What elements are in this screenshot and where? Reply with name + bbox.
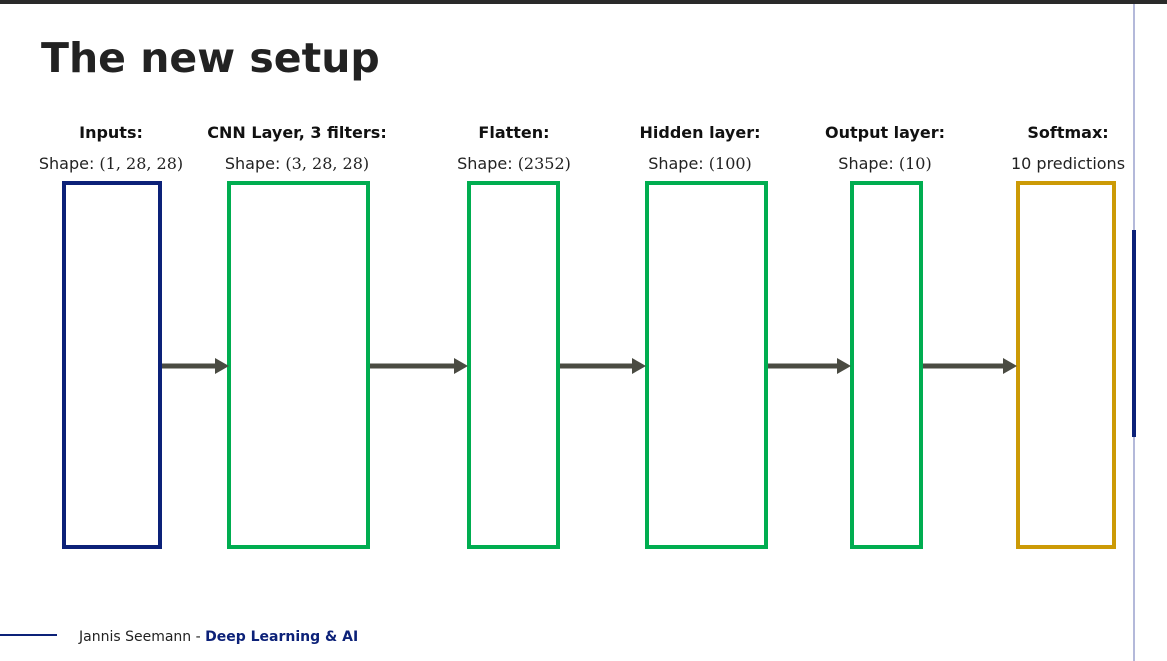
inputs-heading: Inputs: — [79, 123, 143, 142]
softmax-shape: 10 predictions — [1010, 154, 1126, 173]
arrowhead-hidden-to-output — [837, 358, 851, 374]
output-layer-box — [850, 181, 923, 549]
right-edge-accent — [1132, 230, 1136, 437]
flatten-heading: Flatten: — [478, 123, 550, 142]
footer-author: Jannis Seemann — [79, 629, 192, 645]
arrowhead-inputs-to-cnn — [215, 358, 229, 374]
softmax-heading: Softmax: — [1027, 123, 1109, 142]
arrowhead-cnn-to-flatten — [454, 358, 468, 374]
arrowhead-flatten-to-hidden — [632, 358, 646, 374]
flatten-shape: Shape: (2352) — [457, 154, 571, 173]
output-layer-heading: Output layer: — [824, 123, 946, 142]
inputs-box — [62, 181, 162, 549]
hidden-layer-heading: Hidden layer: — [639, 123, 761, 142]
flatten-box — [467, 181, 560, 549]
footer: Jannis Seemann - Deep Learning & AI — [79, 629, 358, 645]
footer-accent-line — [0, 634, 57, 636]
inputs-shape: Shape: (1, 28, 28) — [38, 154, 184, 173]
softmax-box — [1016, 181, 1116, 549]
cnn-layer-shape: Shape: (3, 28, 28) — [224, 154, 370, 173]
top-border — [0, 0, 1167, 4]
output-layer-shape: Shape: (10) — [838, 154, 932, 173]
cnn-layer-heading: CNN Layer, 3 filters: — [207, 123, 387, 142]
cnn-layer-box — [227, 181, 370, 549]
slide-title: The new setup — [41, 34, 380, 82]
footer-separator: - — [191, 629, 206, 645]
arrowhead-output-to-softmax — [1003, 358, 1017, 374]
footer-brand: Deep Learning & AI — [205, 629, 359, 645]
hidden-layer-shape: Shape: (100) — [648, 154, 752, 173]
hidden-layer-box — [645, 181, 768, 549]
